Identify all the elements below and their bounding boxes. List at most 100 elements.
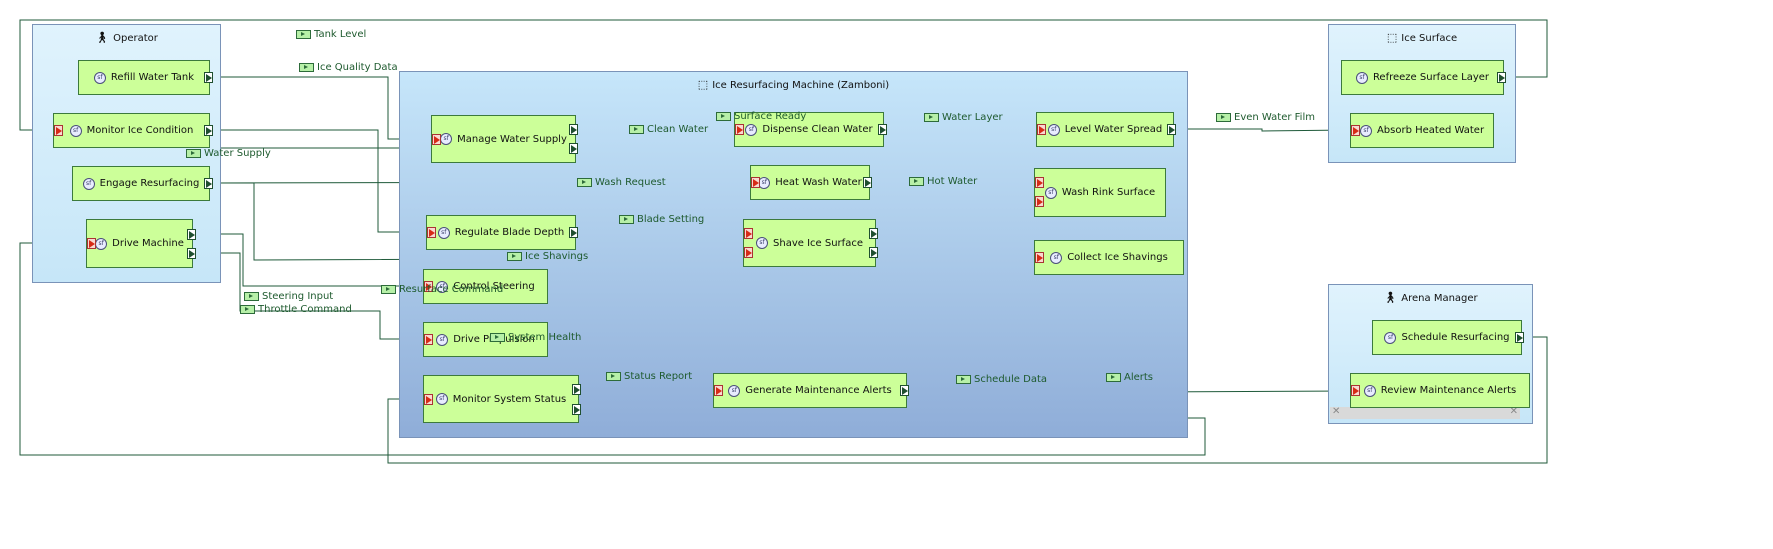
flow-steering-input: Steering Input (244, 291, 333, 302)
output-pin[interactable] (204, 178, 213, 189)
input-pin[interactable] (1351, 125, 1360, 136)
output-pin[interactable] (572, 384, 581, 395)
lane-title-zamboni: Ice Resurfacing Machine (Zamboni) (712, 80, 890, 91)
input-pin[interactable] (424, 281, 433, 292)
flow-icon (629, 125, 644, 134)
function-icon: sf (93, 71, 106, 84)
flow-connector (193, 252, 424, 340)
flow-connector (387, 336, 1548, 464)
function-icon: sf (745, 123, 758, 136)
flow-icon (507, 252, 522, 261)
input-pin[interactable] (432, 134, 441, 145)
input-pin[interactable] (1351, 385, 1360, 396)
function-icon: sf (435, 393, 448, 405)
output-pin[interactable] (187, 248, 196, 259)
input-pin[interactable] (714, 385, 723, 396)
flow-tank-level: Tank Level (296, 29, 366, 40)
actor-icon: 🚶︎ (1383, 291, 1398, 304)
flow-icon (909, 177, 924, 186)
output-pin[interactable] (900, 385, 909, 396)
function-icon: sf (440, 133, 453, 145)
input-pin[interactable] (751, 177, 760, 188)
function-icon: sf (1050, 251, 1063, 264)
flow-status-report: Status Report (606, 371, 692, 382)
flow-wash-request: Wash Request (577, 177, 666, 188)
output-pin[interactable] (569, 124, 578, 135)
output-pin[interactable] (878, 124, 887, 135)
flow-resurface-command: Resurface Command (381, 284, 503, 295)
function-icon: sf (437, 226, 450, 239)
output-pin[interactable] (569, 227, 578, 238)
output-pin[interactable] (569, 143, 578, 154)
input-pin[interactable] (735, 124, 744, 135)
output-pin[interactable] (1497, 72, 1506, 83)
system-icon: ⬚ (1386, 31, 1398, 44)
flow-icon (381, 285, 396, 294)
flow-throttle-command: Throttle Command (240, 304, 352, 315)
input-pin[interactable] (1037, 124, 1046, 135)
output-pin[interactable] (1167, 124, 1176, 135)
input-pin[interactable] (744, 247, 753, 258)
output-pin[interactable] (187, 229, 196, 240)
flow-icon (299, 63, 314, 72)
input-pin[interactable] (744, 228, 753, 239)
output-pin[interactable] (1515, 332, 1524, 343)
input-pin[interactable] (54, 125, 63, 136)
input-pin[interactable] (424, 394, 433, 405)
output-pin[interactable] (869, 228, 878, 239)
flow-even-water-film: Even Water Film (1216, 112, 1315, 123)
function-icon: sf (1047, 123, 1060, 136)
actor-icon: 🚶︎ (95, 31, 110, 44)
input-pin[interactable] (1035, 196, 1044, 207)
output-pin[interactable] (863, 177, 872, 188)
function-icon: sf (1384, 331, 1397, 344)
output-pin[interactable] (869, 247, 878, 258)
input-pin[interactable] (1035, 252, 1044, 263)
flow-icon (490, 333, 505, 342)
output-pin[interactable] (204, 125, 213, 136)
flow-blade-setting: Blade Setting (619, 214, 704, 225)
close-icon[interactable]: ✕ (1332, 406, 1341, 417)
output-pin[interactable] (572, 404, 581, 415)
flow-alerts: Alerts (1106, 372, 1153, 383)
system-icon: ⬚ (697, 78, 709, 91)
lane-resize-bar[interactable]: ✕ ✕ (1330, 406, 1520, 419)
lane-title-ice-surface: Ice Surface (1401, 33, 1458, 44)
function-icon: sf (1355, 71, 1368, 84)
function-icon: sf (1044, 186, 1057, 199)
flow-ice-shavings: Ice Shavings (507, 251, 588, 262)
close-icon[interactable]: ✕ (1509, 406, 1518, 417)
input-pin[interactable] (1035, 177, 1044, 188)
input-pin[interactable] (87, 238, 96, 249)
function-icon: sf (82, 177, 95, 190)
flow-icon (924, 113, 939, 122)
flow-water-supply: Water Supply (186, 148, 271, 159)
flow-icon (619, 215, 634, 224)
flow-icon (240, 305, 255, 314)
output-pin[interactable] (204, 72, 213, 83)
input-pin[interactable] (424, 334, 433, 345)
flow-icon (296, 30, 311, 39)
flow-icon (577, 178, 592, 187)
input-pin[interactable] (427, 227, 436, 238)
flow-water-layer: Water Layer (924, 112, 1003, 123)
flow-connector (1174, 128, 1352, 132)
